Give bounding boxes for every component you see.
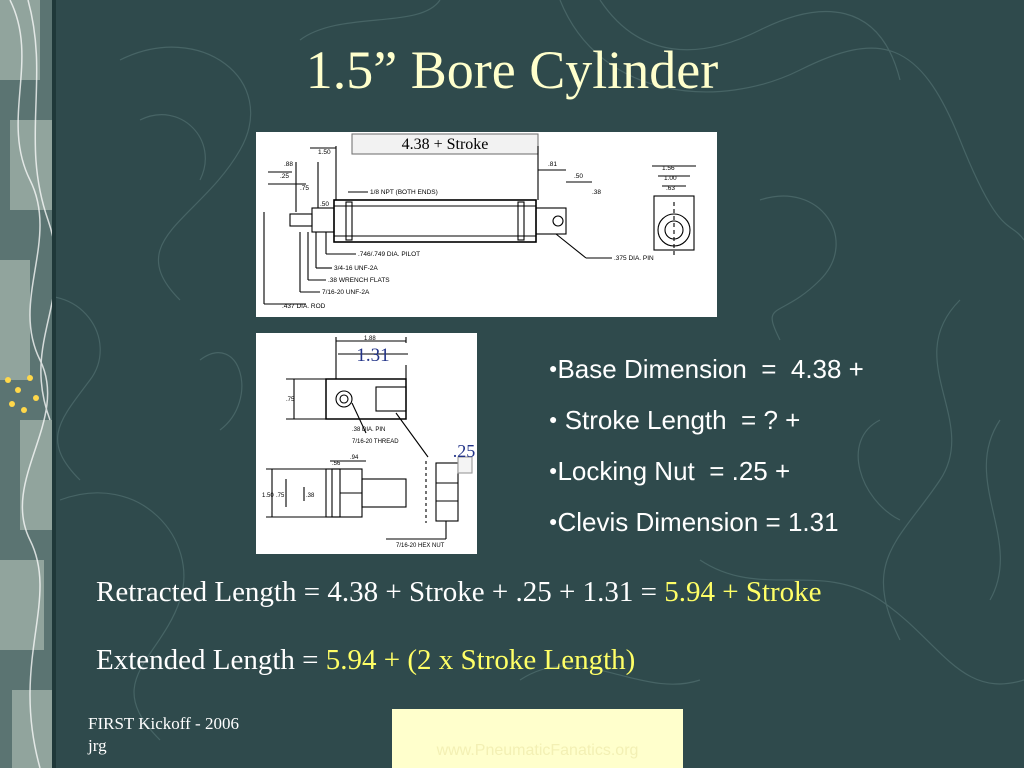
dim-label: .38 — [306, 493, 315, 499]
nut-dimension-label: .25 — [453, 441, 476, 461]
extended-length-formula: Extended Length = 5.94 + (2 x Stroke Len… — [96, 642, 635, 678]
slide-title: 1.5” Bore Cylinder — [305, 40, 719, 100]
callout-label: 7/16-20 HEX NUT — [396, 543, 445, 549]
retracted-length-formula: Retracted Length = 4.38 + Stroke + .25 +… — [96, 574, 822, 610]
cylinder-drawing-svg: 4.38 + Stroke .88 .25 .75 .50 .81 .50 .3… — [263, 133, 696, 310]
dim-label: 1.00 — [664, 175, 677, 182]
bullet-item: ●Locking Nut = .25 + — [549, 447, 1009, 498]
callout-label: 7/16-20 THREAD — [352, 439, 399, 445]
bullet-item: ● Stroke Length = ? + — [549, 396, 1009, 447]
dim-label: .50 — [320, 201, 329, 208]
bullet-dot-icon: ● — [549, 411, 558, 428]
callout-label: .375 DIA. PIN — [614, 255, 654, 262]
dim-label: 1.88 — [364, 336, 376, 342]
bullet-text: Stroke Length = ? + — [557, 404, 801, 435]
dim-label: .94 — [350, 455, 359, 461]
dim-label: .75 — [300, 185, 309, 192]
clevis-drawing-svg: 1.31 .25 1.88 .75 .56 1.50 .75 .38 .94 .… — [262, 336, 476, 549]
callout-label: .746/.749 DIA. PILOT — [358, 251, 420, 258]
dimension-label-total: 4.38 + Stroke — [402, 136, 489, 153]
dim-label: .50 — [574, 173, 583, 180]
bullet-dot-icon: ● — [549, 513, 558, 529]
dim-label: .38 — [592, 189, 601, 196]
dim-label: 1.56 — [662, 165, 675, 172]
website-link[interactable]: www.PneumaticFanatics.org — [436, 742, 639, 759]
formula-result: 5.94 + (2 x Stroke Length) — [325, 644, 636, 676]
formula-text: Extended Length = — [96, 644, 326, 676]
callout-label: .38 WRENCH FLATS — [328, 277, 390, 284]
bullet-dot-icon: ● — [549, 360, 558, 377]
dim-label: .88 — [284, 161, 293, 168]
footer-line-author: jrg — [88, 736, 107, 755]
callout-label: 7/16-20 UNF-2A — [322, 289, 370, 296]
bullet-text: Clevis Dimension = 1.31 — [557, 506, 839, 537]
callout-label: .38 DIA. PIN — [352, 427, 385, 433]
callout-label: 3/4-16 UNF-2A — [334, 265, 378, 272]
dim-label: .56 — [332, 461, 341, 467]
bullet-dot-icon: ● — [549, 462, 558, 479]
clevis-drawing: 1.31 .25 1.88 .75 .56 1.50 .75 .38 .94 .… — [256, 333, 477, 554]
dim-label: .63 — [666, 185, 675, 192]
cylinder-drawing: 4.38 + Stroke .88 .25 .75 .50 .81 .50 .3… — [256, 132, 717, 317]
footer-credit: FIRST Kickoff - 2006 jrg — [88, 713, 239, 757]
dim-label: .75 — [276, 493, 285, 499]
dimension-bullet-list: ●Base Dimension = 4.38 + ● Stroke Length… — [549, 345, 1009, 549]
formula-result: 5.94 + Stroke — [664, 576, 822, 608]
bullet-text: Locking Nut = .25 + — [557, 455, 791, 486]
bullet-item: ●Base Dimension = 4.38 + — [549, 345, 1009, 396]
formula-text: Retracted Length = 4.38 + Stroke + .25 +… — [96, 576, 665, 608]
footer-line-event: FIRST Kickoff - 2006 — [88, 714, 239, 733]
website-banner: www.PneumaticFanatics.org — [392, 709, 683, 768]
dim-label: .25 — [280, 173, 289, 180]
bullet-item: ●Clevis Dimension = 1.31 — [549, 498, 1009, 549]
dim-label: 1.50 — [318, 149, 331, 156]
dim-label: .81 — [548, 161, 557, 168]
clevis-dimension-label: 1.31 — [356, 345, 389, 366]
callout-label: 1/8 NPT (BOTH ENDS) — [370, 189, 438, 196]
dim-label: .75 — [286, 397, 295, 403]
bullet-text: Base Dimension = 4.38 + — [557, 354, 864, 384]
dim-label: 1.50 — [262, 493, 274, 499]
callout-label: .437 DIA. ROD — [282, 303, 326, 310]
left-map-strip — [0, 0, 56, 768]
